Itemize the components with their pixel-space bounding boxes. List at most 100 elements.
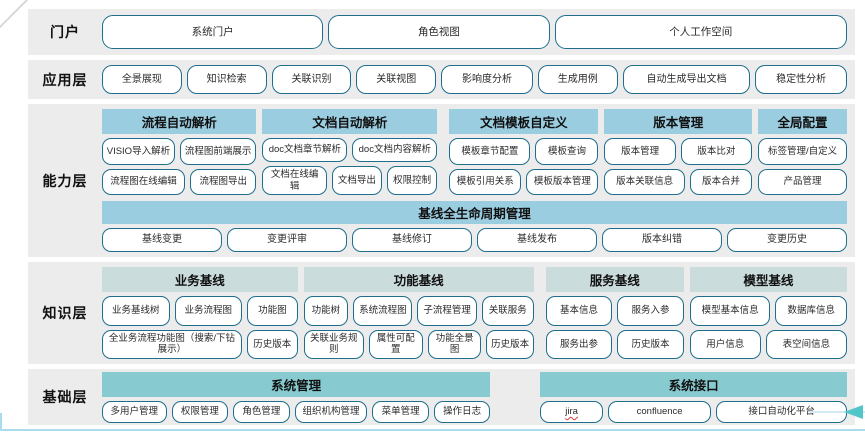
module-button[interactable]: 服务出参 (545, 329, 613, 359)
module-group: 功能基线功能树系统流程图子流程管理关联服务关联业务规则属性可配置功能全景图历史版… (303, 267, 534, 359)
module-button[interactable]: 系统流程图 (353, 296, 413, 326)
module-button[interactable]: 业务流程图 (174, 296, 243, 326)
module-button[interactable]: 变更历史 (727, 228, 847, 252)
module-button[interactable]: 全景展现 (102, 65, 182, 94)
band-content: 系统门户角色视图个人工作空间 (102, 15, 847, 49)
module-button[interactable]: 文档导出 (331, 166, 382, 195)
module-button[interactable]: 版本合并 (689, 168, 753, 195)
button-row: 文档在线编辑文档导出权限控制 (262, 166, 438, 195)
module-button[interactable]: 知识检索 (186, 65, 267, 94)
module-button[interactable]: 版本管理 (604, 138, 676, 165)
module-button[interactable]: 功能图 (247, 296, 298, 326)
button-row: 模板引用关系模板版本管理 (449, 168, 599, 195)
module-button[interactable]: 关联视图 (356, 65, 437, 94)
button-row: 用户信息表空间信息 (689, 329, 847, 359)
module-button[interactable]: 模板版本管理 (526, 168, 599, 195)
layer-label: 门户 (50, 24, 80, 40)
group-header: 全局配置 (758, 109, 847, 134)
module-button[interactable]: 个人工作空间 (554, 15, 847, 49)
module-button[interactable]: 变更评审 (227, 228, 347, 252)
module-button[interactable]: 用户信息 (689, 329, 761, 359)
module-button[interactable]: 功能全景图 (427, 329, 482, 359)
button-row: VISIO导入解析流程图前端展示 (102, 138, 257, 165)
module-button[interactable]: 角色管理 (233, 400, 290, 423)
layer-band-application: 应用层全景展现知识检索关联识别关联视图影响度分析生成用例自动生成导出文档稳定性分… (28, 60, 855, 99)
module-button[interactable]: 模板引用关系 (449, 168, 522, 195)
module-button[interactable]: doc文档章节解析 (262, 138, 348, 163)
group-header: 功能基线 (303, 267, 534, 292)
module-button[interactable]: 产品管理 (758, 168, 847, 195)
module-button[interactable]: VISIO导入解析 (102, 138, 175, 165)
module-button[interactable]: 基线修订 (352, 228, 472, 252)
module-button[interactable]: 文档在线编辑 (262, 166, 327, 195)
module-button[interactable]: 历史版本 (617, 329, 684, 359)
module-button[interactable]: 权限管理 (171, 400, 229, 423)
module-button[interactable]: 历史版本 (246, 329, 298, 359)
module-button[interactable]: 全业务流程功能图（搜索/下钻展示） (102, 329, 242, 359)
arrow-tail-line (810, 411, 865, 413)
module-button[interactable]: 流程图在线编辑 (102, 168, 186, 195)
module-button[interactable]: 基线变更 (102, 228, 222, 252)
module-button[interactable]: 流程图前端展示 (179, 138, 257, 165)
module-button[interactable]: jira (540, 400, 603, 423)
module-button[interactable]: 关联服务 (481, 296, 534, 326)
module-button[interactable]: 历史版本 (486, 329, 534, 359)
module-button[interactable]: 数据库信息 (775, 296, 847, 326)
left-accent-line (0, 413, 2, 431)
button-row: 流程图在线编辑流程图导出 (102, 168, 257, 195)
module-button[interactable]: 影响度分析 (441, 65, 533, 94)
module-button[interactable]: 流程图导出 (190, 168, 257, 195)
module-button[interactable]: 多用户管理 (102, 400, 167, 423)
module-button[interactable]: 子流程管理 (417, 296, 477, 326)
architecture-diagram: 门户 系统门户角色视图个人工作空间应用层全景展现知识检索关联识别关联视图影响度分析… (28, 9, 855, 425)
button-row: 版本关联信息版本合并 (604, 168, 753, 195)
module-button[interactable]: 操作日志 (433, 400, 491, 423)
button-row: 标签管理/自定义 (758, 138, 847, 165)
module-button[interactable]: confluence (607, 400, 712, 423)
module-button[interactable]: doc文档内容解析 (352, 138, 438, 163)
module-button[interactable]: 版本比对 (680, 138, 753, 165)
button-row: 服务出参历史版本 (545, 329, 684, 359)
group-header: 版本管理 (604, 109, 753, 134)
module-button[interactable]: 模板章节配置 (449, 138, 531, 165)
band-content: 全景展现知识检索关联识别关联视图影响度分析生成用例自动生成导出文档稳定性分析 (102, 65, 847, 94)
module-button[interactable]: 功能树 (303, 296, 349, 326)
button-row: 全业务流程功能图（搜索/下钻展示）历史版本 (102, 329, 298, 359)
module-button[interactable]: 业务基线树 (102, 296, 170, 326)
module-button[interactable]: 标签管理/自定义 (758, 138, 847, 165)
module-button[interactable]: 基本信息 (545, 296, 613, 326)
layer-band-knowledge: 知识层业务基线业务基线树业务流程图功能图全业务流程功能图（搜索/下钻展示）历史版… (28, 262, 855, 364)
module-button[interactable]: 系统门户 (102, 15, 324, 49)
layer-label: 能力层 (42, 172, 88, 189)
band-content: 业务基线业务基线树业务流程图功能图全业务流程功能图（搜索/下钻展示）历史版本功能… (102, 267, 847, 359)
module-button[interactable]: 模型基本信息 (689, 296, 771, 326)
module-button[interactable]: 版本关联信息 (604, 168, 685, 195)
button-row: 基本信息服务入参 (545, 296, 684, 326)
left-arrow-icon (844, 405, 863, 419)
group-header: 模型基线 (689, 267, 847, 292)
module-button[interactable]: 权限控制 (387, 166, 438, 195)
module-button[interactable]: 关联识别 (271, 65, 352, 94)
module-button[interactable]: 稳定性分析 (755, 65, 847, 94)
group-header: 流程自动解析 (102, 109, 257, 134)
module-button[interactable]: 菜单管理 (372, 400, 429, 423)
module-button[interactable]: 关联业务规则 (303, 329, 364, 359)
layer-label: 应用层 (42, 71, 88, 88)
module-button[interactable]: 服务入参 (617, 296, 684, 326)
module-button[interactable]: 表空间信息 (765, 329, 847, 359)
module-button[interactable]: 生成用例 (537, 65, 618, 94)
module-button[interactable]: 属性可配置 (368, 329, 423, 359)
module-button[interactable]: 角色视图 (328, 15, 550, 49)
button-row: 关联业务规则属性可配置功能全景图历史版本 (303, 329, 534, 359)
module-button[interactable]: 基线发布 (477, 228, 597, 252)
module-button[interactable]: 自动生成导出文档 (622, 65, 751, 94)
module-button[interactable]: 版本纠错 (602, 228, 722, 252)
group-header: 业务基线 (102, 267, 298, 292)
module-button[interactable]: 组织机构管理 (294, 400, 368, 423)
module-button[interactable]: 模板查询 (535, 138, 599, 165)
